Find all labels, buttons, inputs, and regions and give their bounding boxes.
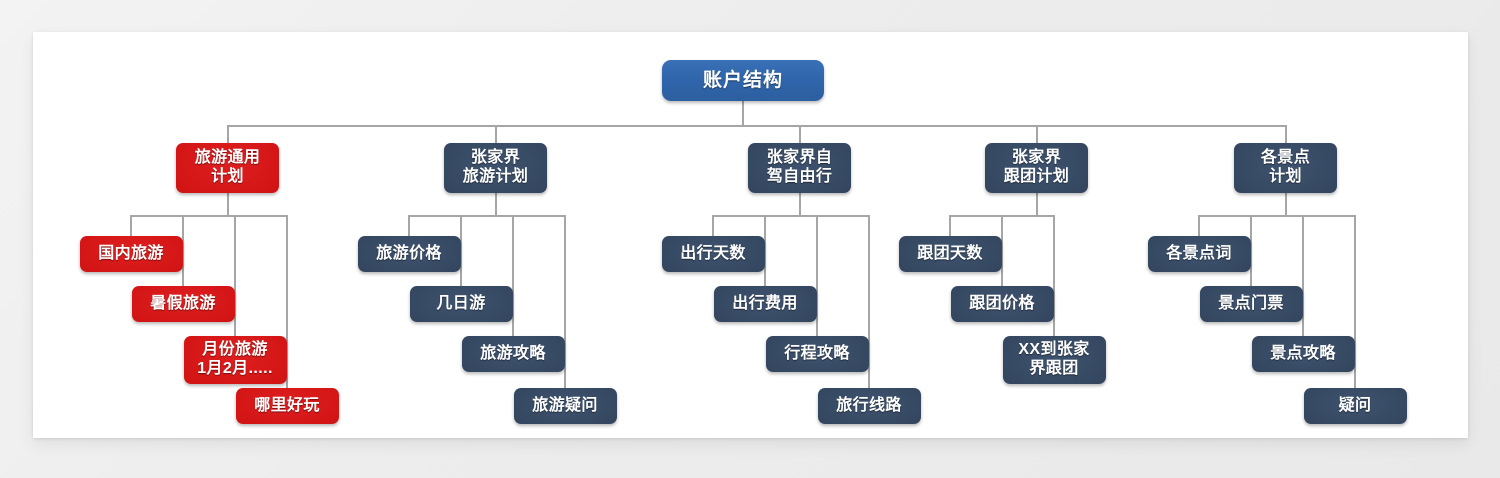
child-node-branch-zjj-group-tour-2[interactable]: 跟团价格: [950, 286, 1054, 322]
connector-vertical: [1035, 193, 1038, 215]
connector-vertical: [286, 215, 288, 388]
connector-horizontal: [712, 215, 870, 217]
connector-vertical: [1354, 215, 1356, 388]
child-node-branch-zjj-self-drive-4[interactable]: 旅行线路: [817, 388, 921, 424]
child-node-branch-zjj-travel-plan-2[interactable]: 几日游: [409, 286, 513, 322]
connector-vertical: [798, 125, 801, 143]
child-node-branch-zjj-self-drive-2[interactable]: 出行费用: [713, 286, 817, 322]
child-node-branch-zjj-group-tour-3[interactable]: XX到张家 界跟团: [1002, 336, 1106, 384]
connector-vertical: [512, 215, 514, 336]
connector-vertical: [764, 215, 766, 286]
branch-node-zjj-self-drive[interactable]: 张家界自 驾自由行: [748, 143, 851, 193]
connector-vertical: [1250, 215, 1252, 286]
connector-vertical: [816, 215, 818, 336]
slide-card: 账户结构旅游通用 计划国内旅游暑假旅游月份旅游 1月2月..... 哪里好玩 张家界…: [33, 32, 1468, 438]
connector-vertical: [460, 215, 462, 286]
connector-vertical: [742, 101, 744, 125]
connector-vertical: [868, 215, 870, 388]
child-node-branch-zjj-group-tour-1[interactable]: 跟团天数: [898, 236, 1002, 272]
connector-vertical: [408, 215, 410, 236]
branch-node-generic-travel[interactable]: 旅游通用 计划: [176, 143, 279, 193]
root-node-account-structure[interactable]: 账户结构: [662, 60, 824, 101]
child-node-branch-zjj-self-drive-1[interactable]: 出行天数: [661, 236, 765, 272]
connector-vertical: [494, 125, 497, 143]
branch-node-attractions[interactable]: 各景点 计划: [1234, 143, 1337, 193]
child-node-branch-generic-travel-3[interactable]: 月份旅游 1月2月.....: [183, 336, 287, 384]
connector-vertical: [494, 193, 497, 215]
connector-vertical: [1035, 125, 1038, 143]
child-node-branch-zjj-travel-plan-4[interactable]: 旅游疑问: [513, 388, 617, 424]
connector-vertical: [1198, 215, 1200, 236]
connector-vertical: [226, 193, 229, 215]
connector-vertical: [798, 193, 801, 215]
connector-horizontal: [226, 125, 1287, 127]
connector-vertical: [1302, 215, 1304, 336]
child-node-branch-zjj-travel-plan-1[interactable]: 旅游价格: [357, 236, 461, 272]
child-node-branch-generic-travel-1[interactable]: 国内旅游: [79, 236, 183, 272]
child-node-branch-attractions-4[interactable]: 疑问: [1303, 388, 1407, 424]
child-node-branch-attractions-3[interactable]: 景点攻略: [1251, 336, 1355, 372]
connector-vertical: [226, 125, 229, 143]
connector-vertical: [564, 215, 566, 388]
connector-vertical: [130, 215, 132, 236]
connector-vertical: [1053, 215, 1055, 336]
branch-node-zjj-travel-plan[interactable]: 张家界 旅游计划: [444, 143, 547, 193]
connector-vertical: [234, 215, 236, 336]
connector-vertical: [712, 215, 714, 236]
child-node-branch-generic-travel-2[interactable]: 暑假旅游: [131, 286, 235, 322]
child-node-branch-attractions-2[interactable]: 景点门票: [1199, 286, 1303, 322]
connector-vertical: [1284, 125, 1287, 143]
connector-vertical: [1001, 215, 1003, 286]
connector-horizontal: [1198, 215, 1356, 217]
child-node-branch-attractions-1[interactable]: 各景点词: [1147, 236, 1251, 272]
child-node-branch-zjj-self-drive-3[interactable]: 行程攻略: [765, 336, 869, 372]
connector-vertical: [949, 215, 951, 236]
connector-horizontal: [408, 215, 566, 217]
branch-node-zjj-group-tour[interactable]: 张家界 跟团计划: [985, 143, 1088, 193]
connector-horizontal: [130, 215, 288, 217]
connector-vertical: [182, 215, 184, 286]
connector-vertical: [1284, 193, 1287, 215]
child-node-branch-zjj-travel-plan-3[interactable]: 旅游攻略: [461, 336, 565, 372]
child-node-branch-generic-travel-4[interactable]: 哪里好玩: [235, 388, 339, 424]
